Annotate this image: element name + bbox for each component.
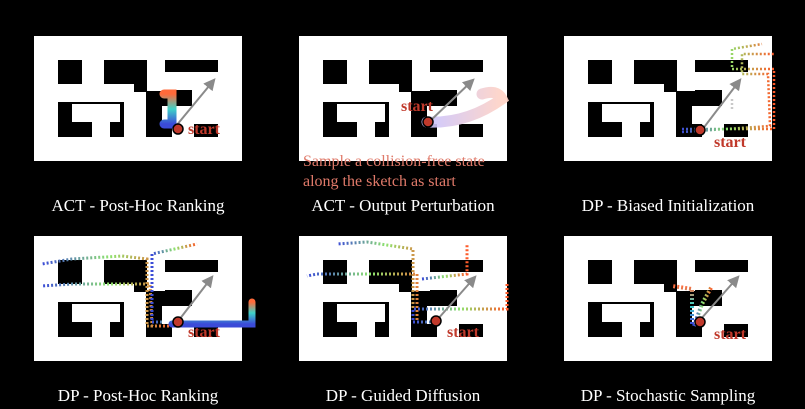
start-dot [694, 124, 706, 136]
panel-dp-biased-initialization: start DP - Biased Initialization [542, 14, 794, 215]
start-label: start [714, 326, 746, 343]
maze-image [34, 236, 256, 361]
panel-caption: ACT - Output Perturbation [311, 196, 495, 215]
annotation-line-1: Sample a collision-free state [303, 153, 485, 170]
trajectory [150, 242, 198, 324]
start-dot [172, 316, 184, 328]
trajectory [682, 42, 776, 131]
start-label: start [188, 324, 220, 341]
trajectory [681, 52, 774, 134]
panel-act-post-hoc-ranking: start ACT - Post-Hoc Ranking [12, 14, 264, 215]
start-label: start [188, 121, 220, 138]
trajectory [159, 89, 177, 129]
sketch-arrow [428, 78, 475, 123]
trajectory [421, 86, 510, 128]
panel-act-output-perturbation: start Sample a collision-free state alon… [277, 14, 529, 215]
start-dot [172, 123, 184, 135]
sketch-arrow [178, 275, 214, 321]
sketch-arrow [436, 275, 477, 321]
panel-caption: DP - Post-Hoc Ranking [57, 386, 219, 405]
trajectory [411, 284, 509, 324]
start-label: start [401, 98, 433, 115]
trajectory [421, 244, 469, 281]
maze-image [299, 236, 509, 361]
panel-caption: DP - Biased Initialization [581, 196, 755, 215]
panel-caption: ACT - Post-Hoc Ranking [51, 196, 225, 215]
maze-image [564, 36, 776, 161]
panel-caption: DP - Stochastic Sampling [580, 386, 756, 405]
sketch-arrow [701, 78, 742, 131]
start-dot [430, 315, 442, 327]
panel-caption: DP - Guided Diffusion [325, 386, 481, 405]
start-label: start [714, 134, 746, 151]
trajectory [168, 298, 256, 328]
maze-image [564, 236, 772, 361]
maze-image [34, 36, 242, 161]
trajectory [41, 282, 177, 328]
annotation-line-2: along the sketch as start [303, 173, 456, 190]
sketch-arrow [175, 78, 216, 127]
start-dot [694, 316, 706, 328]
start-label: start [447, 324, 479, 341]
sketch-arrow [699, 275, 740, 321]
start-dot [422, 116, 434, 128]
maze-image [299, 36, 510, 161]
panel-dp-post-hoc-ranking: start DP - Post-Hoc Ranking [12, 214, 264, 409]
trajectory [692, 285, 714, 327]
panel-dp-stochastic-sampling: start DP - Stochastic Sampling [542, 214, 794, 409]
panel-dp-guided-diffusion: start DP - Guided Diffusion [277, 214, 529, 409]
trajectory [671, 284, 694, 324]
